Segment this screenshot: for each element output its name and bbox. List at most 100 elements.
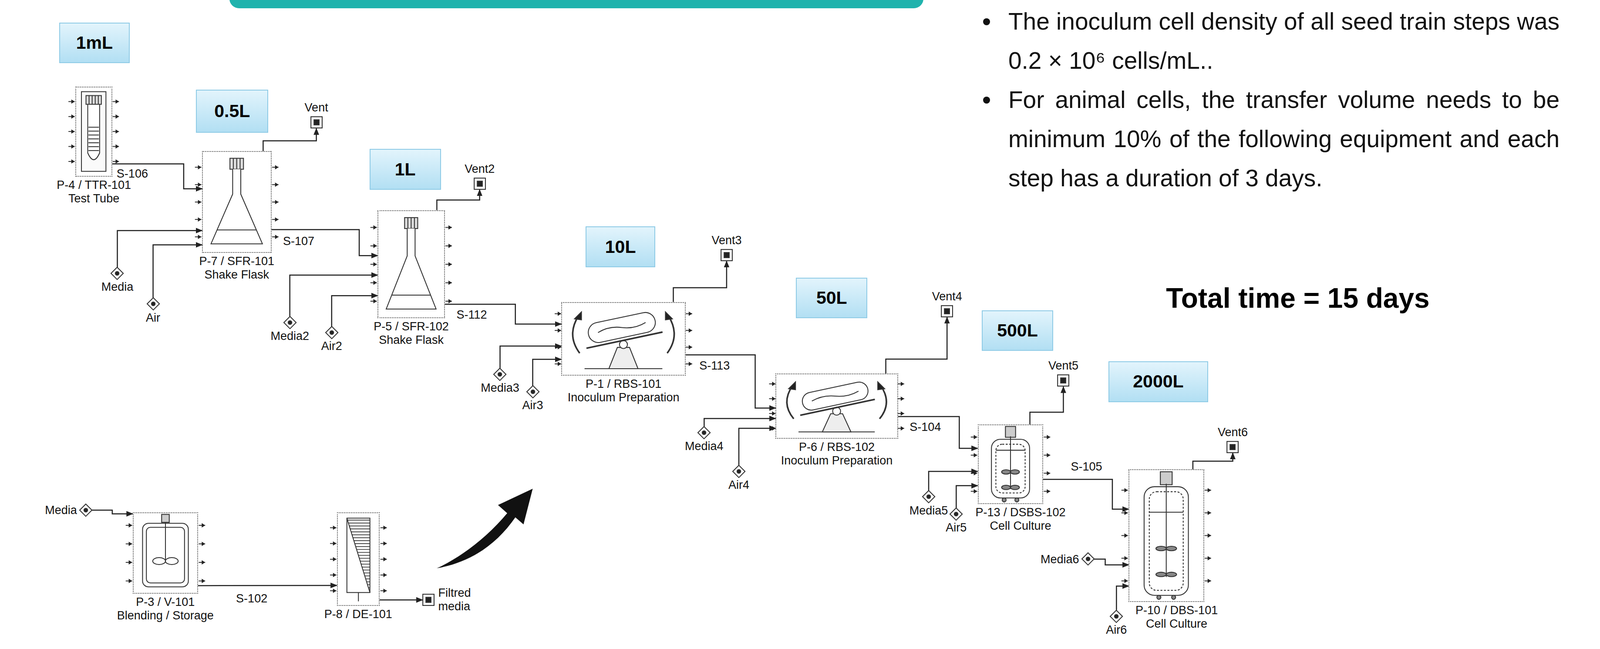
equipment-box: P-3 / V-101Blending / Storage: [132, 512, 199, 595]
node-caption: Air3: [522, 398, 544, 413]
stream-port-label: Vent2: [464, 162, 495, 176]
node-caption: Media5: [909, 504, 949, 518]
stream-line: [379, 599, 423, 601]
node-caption: Media6: [1040, 552, 1080, 566]
equipment-symbol: [1129, 470, 1203, 602]
inlet-port: Air5: [949, 508, 963, 521]
node-caption: Air5: [945, 521, 967, 535]
equipment-symbol: [147, 297, 160, 310]
equipment-symbol: [526, 385, 539, 398]
volume-tag: 50L: [795, 277, 868, 319]
inlet-port: Media3: [493, 368, 506, 381]
in-icon: [922, 490, 935, 503]
node-caption: P-3 / V-101Blending / Storage: [117, 595, 214, 623]
stream-line: [928, 471, 978, 491]
stream-port-label: Air: [145, 311, 161, 325]
inlet-port: Media5: [922, 490, 935, 503]
equipment-symbol: [697, 426, 711, 439]
stream-label-box: S-106: [115, 167, 150, 181]
inlet-port: Air6: [1110, 610, 1123, 623]
in-icon: [1081, 552, 1095, 566]
equipment-symbol: [310, 116, 323, 129]
stream-line: [153, 245, 203, 299]
outlet-port: Vent6: [1226, 441, 1239, 454]
volume-label: 1L: [394, 159, 416, 180]
stream-line: [500, 346, 562, 369]
out-icon: [941, 305, 953, 317]
stream-line: [271, 229, 378, 256]
outlet-port: Vent4: [940, 305, 954, 318]
equipment-box: P-8 / DE-101: [336, 512, 380, 607]
node-caption: P-7 / SFR-101Shake Flask: [199, 254, 275, 282]
in-icon: [79, 504, 92, 517]
in-icon: [732, 465, 745, 478]
stream-name: S-104: [909, 420, 941, 434]
node-caption: Vent3: [711, 233, 742, 248]
outlet-port: Vent5: [1057, 374, 1070, 387]
stream-label-box: S-105: [1069, 460, 1104, 474]
stream-line: [1116, 586, 1129, 610]
stream-line: [1192, 453, 1233, 470]
node-caption: Air4: [728, 478, 750, 492]
equipment-label: Blending / Storage: [117, 609, 214, 623]
node-caption: Media4: [684, 439, 724, 454]
equipment-symbol: [133, 513, 198, 594]
in-icon: [111, 267, 124, 280]
volume-tag: 10L: [585, 226, 655, 268]
stream-port-label: Vent6: [1217, 425, 1248, 440]
equipment-symbol: [978, 425, 1043, 504]
stream-port-label: Vent3: [711, 233, 742, 248]
equipment-symbol: [473, 177, 486, 190]
out-icon: [423, 594, 435, 606]
equipment-symbol: [337, 513, 379, 606]
flask-icon: [386, 217, 437, 310]
volume-label: 0.5L: [214, 101, 250, 122]
stream-port-label: Air3: [522, 398, 544, 413]
out-icon: [720, 249, 733, 261]
bullet-list: The inoculum cell density of all seed tr…: [1008, 1, 1560, 198]
inlet-port: Media2: [283, 316, 297, 329]
stream-name: S-106: [116, 167, 149, 181]
equipment-box: P-10 / DBS-101Cell Culture: [1128, 469, 1204, 603]
node-caption: P-10 / DBS-101Cell Culture: [1135, 603, 1218, 631]
stream-line: [198, 585, 337, 587]
stream-name: S-113: [699, 359, 730, 373]
stream-port-label: Air2: [321, 339, 343, 354]
port-stubs: [554, 311, 693, 366]
tube-icon: [81, 91, 107, 172]
stream-line: [898, 416, 978, 449]
equipment-label: P-10 / DBS-101: [1135, 603, 1218, 618]
stream-port-label: Media: [44, 503, 78, 517]
stream-line: [262, 128, 317, 152]
node-caption: Media3: [480, 381, 520, 395]
stream-line: [91, 510, 133, 514]
equipment-box: P-6 / RBS-102Inoculum Preparation: [775, 373, 898, 439]
equipment-label: Cell Culture: [975, 519, 1066, 533]
stream-port-label: Media6: [1040, 552, 1080, 566]
stream-port-label: Media5: [909, 504, 949, 518]
equipment-label: Shake Flask: [199, 268, 275, 282]
equipment-label: P-3 / V-101: [117, 595, 214, 610]
stream-line: [532, 359, 562, 386]
stream-line: [331, 295, 378, 327]
node-caption: Filtred media: [438, 586, 487, 614]
equipment-label: P-6 / RBS-102: [781, 440, 893, 455]
equipment-symbol: [1226, 441, 1239, 454]
in-icon: [283, 316, 297, 329]
equipment-box: P-5 / SFR-102Shake Flask: [377, 210, 445, 319]
stream-port-label: Media: [101, 280, 134, 294]
node-caption: Vent2: [464, 162, 495, 176]
in-icon: [493, 368, 506, 381]
equipment-label: P-13 / DSBS-102: [975, 505, 1066, 520]
in-icon: [325, 326, 338, 339]
volume-tag: 1mL: [59, 22, 130, 64]
title-bar: [229, 0, 924, 9]
equipment-symbol: [76, 87, 112, 176]
sv-icon: [991, 426, 1030, 502]
stream-port-label: Filtred media: [438, 586, 487, 614]
equipment-symbol: [111, 267, 124, 280]
node-caption: Vent4: [932, 289, 963, 304]
port-stubs: [195, 165, 279, 240]
filter-icon: [346, 518, 370, 602]
equipment-symbol: [1081, 552, 1095, 566]
